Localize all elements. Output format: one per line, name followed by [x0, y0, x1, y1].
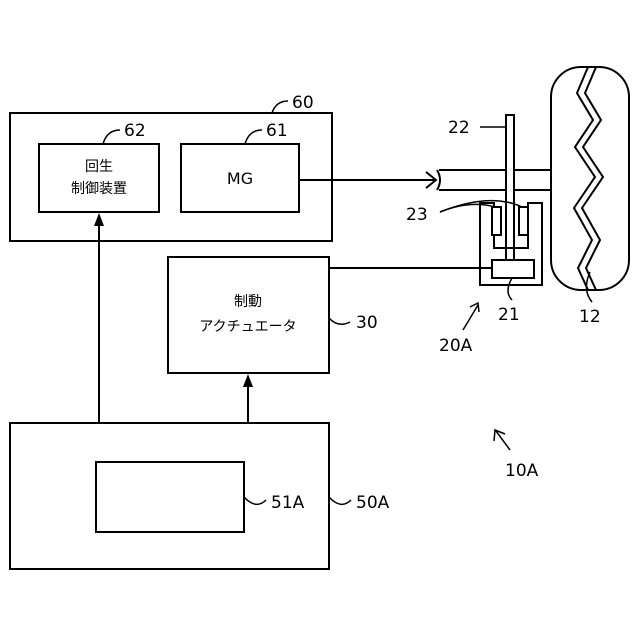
ref-60: 60: [292, 93, 314, 113]
brake-pad-left: [492, 207, 501, 235]
actuator-label-line1: 制動: [234, 294, 262, 310]
regen-label-line1: 回生: [85, 159, 113, 175]
ref-22: 22: [448, 118, 470, 138]
regen-control-box: [39, 144, 159, 212]
caliper-piston: [492, 260, 534, 278]
leader-60: [272, 101, 288, 113]
ref-20a: 20A: [439, 336, 473, 356]
brake-pad-right: [519, 207, 528, 235]
ref-61: 61: [266, 121, 288, 141]
ref-12: 12: [579, 307, 601, 327]
ref-21: 21: [498, 305, 520, 325]
ref-50a: 50A: [356, 493, 390, 513]
actuator-label-line2: アクチュエータ: [199, 319, 296, 335]
brake-actuator-box: [168, 257, 329, 373]
leader-50a: [329, 497, 351, 504]
arrow-20a: [463, 305, 478, 330]
ref-10a: 10A: [505, 461, 539, 481]
leader-21: [508, 278, 512, 300]
regen-label-line2: 制御装置: [71, 181, 127, 197]
control-module-box: [96, 462, 244, 532]
arrowhead-actuator: [243, 374, 253, 387]
ref-23: 23: [406, 205, 428, 225]
leader-30: [329, 318, 350, 324]
mg-label: MG: [227, 169, 253, 188]
ref-51a: 51A: [271, 493, 305, 513]
brake-disc: [506, 115, 514, 261]
ref-62: 62: [124, 121, 146, 141]
ref-30: 30: [356, 313, 378, 333]
